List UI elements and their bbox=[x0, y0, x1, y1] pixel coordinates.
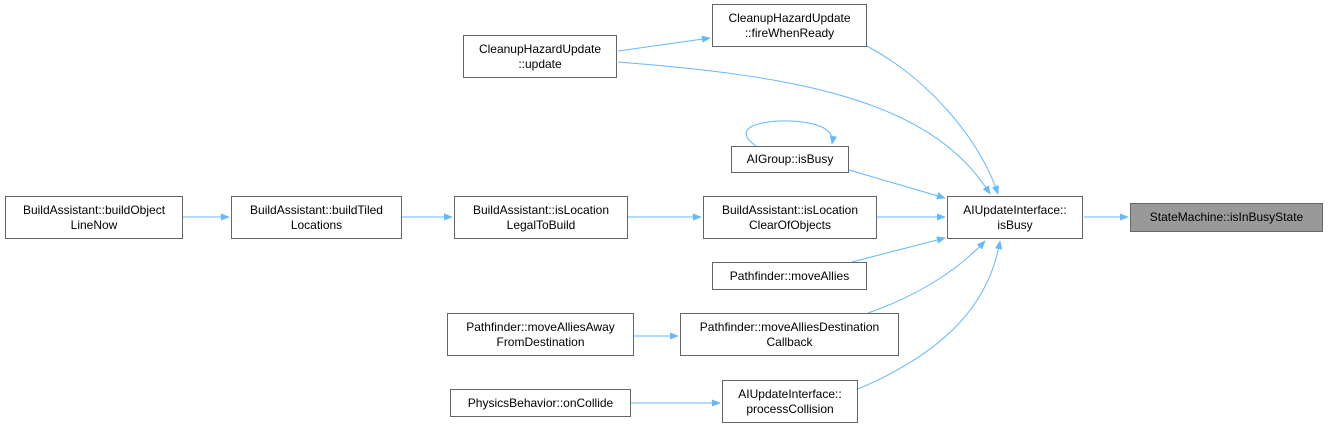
node-pathfinder-move-allies-away-from-destination[interactable]: Pathfinder::moveAlliesAway FromDestinati… bbox=[447, 313, 634, 356]
edge-ai-group-is-busy-to-ai-update-interface-is-busy bbox=[848, 169, 946, 200]
node-build-assistant-build-object-line-now[interactable]: BuildAssistant::buildObject LineNow bbox=[5, 196, 183, 239]
node-label-line: StateMachine::isInBusyState bbox=[1149, 210, 1304, 224]
node-label-line: LegalToBuild bbox=[506, 217, 576, 232]
node-label-line: ::update bbox=[518, 56, 562, 71]
node-label-line: PhysicsBehavior::onCollide bbox=[467, 395, 614, 410]
node-label-line: Callback bbox=[766, 334, 813, 349]
edge-pathfinder-move-allies-to-ai-update-interface-is-busy bbox=[851, 236, 946, 263]
node-label-line: AIUpdateInterface:: bbox=[963, 202, 1067, 217]
node-label-line: BuildAssistant::buildTiled bbox=[250, 202, 383, 217]
node-physics-behavior-on-collide[interactable]: PhysicsBehavior::onCollide bbox=[450, 389, 631, 417]
node-label-line: CleanupHazardUpdate bbox=[728, 10, 851, 25]
node-label-line: BuildAssistant::buildObject bbox=[22, 202, 166, 217]
node-cleanup-hazard-update-fire-when-ready[interactable]: CleanupHazardUpdate ::fireWhenReady bbox=[712, 4, 867, 47]
node-state-machine-is-in-busy-state[interactable]: StateMachine::isInBusyState bbox=[1130, 203, 1323, 232]
edge-cleanup-hazard-update-fire-when-ready-to-ai-update-interface-is-busy bbox=[866, 45, 999, 195]
node-label-line: BuildAssistant::isLocation bbox=[472, 202, 610, 217]
node-label-line: ::fireWhenReady bbox=[744, 25, 835, 40]
node-label-line: ClearOfObjects bbox=[748, 217, 832, 232]
edge-cleanup-hazard-update-update-to-ai-update-interface-is-busy bbox=[617, 61, 991, 195]
node-label-line: isBusy bbox=[997, 217, 1033, 232]
node-label-line: processCollision bbox=[746, 401, 834, 416]
node-label-line: Locations bbox=[290, 217, 343, 232]
node-label-line: FromDestination bbox=[496, 334, 585, 349]
node-cleanup-hazard-update-update[interactable]: CleanupHazardUpdate ::update bbox=[463, 35, 617, 78]
node-label-line: Pathfinder::moveAlliesAway bbox=[466, 319, 615, 334]
node-ai-update-interface-is-busy[interactable]: AIUpdateInterface:: isBusy bbox=[947, 196, 1083, 239]
edge-ai-group-is-busy-to-ai-group-is-busy bbox=[745, 120, 838, 147]
node-build-assistant-build-tiled-locations[interactable]: BuildAssistant::buildTiled Locations bbox=[231, 196, 402, 239]
node-label-line: Pathfinder::moveAlliesDestination bbox=[699, 319, 880, 334]
edge-pathfinder-move-allies-destination-callback-to-ai-update-interface-is-busy bbox=[867, 240, 986, 314]
node-pathfinder-move-allies[interactable]: Pathfinder::moveAllies bbox=[712, 262, 867, 290]
node-label-line: CleanupHazardUpdate bbox=[478, 41, 602, 56]
node-label-line: AIGroup::isBusy bbox=[746, 152, 834, 166]
edge-ai-update-interface-process-collision-to-ai-update-interface-is-busy bbox=[857, 240, 1003, 390]
node-pathfinder-move-allies-destination-callback[interactable]: Pathfinder::moveAlliesDestination Callba… bbox=[680, 313, 899, 356]
node-build-assistant-is-location-legal-to-build[interactable]: BuildAssistant::isLocation LegalToBuild bbox=[454, 196, 628, 239]
node-build-assistant-is-location-clear-of-objects[interactable]: BuildAssistant::isLocation ClearOfObject… bbox=[703, 196, 877, 239]
node-label-line: LineNow bbox=[70, 217, 118, 232]
node-label-line: BuildAssistant::isLocation bbox=[721, 202, 859, 217]
node-ai-group-is-busy[interactable]: AIGroup::isBusy bbox=[731, 146, 849, 173]
node-label-line: AIUpdateInterface:: bbox=[738, 386, 842, 401]
node-label-line: Pathfinder::moveAllies bbox=[729, 268, 850, 283]
edge-cleanup-hazard-update-update-to-cleanup-hazard-update-fire-when-ready bbox=[617, 35, 711, 52]
node-ai-update-interface-process-collision[interactable]: AIUpdateInterface:: processCollision bbox=[722, 380, 858, 423]
